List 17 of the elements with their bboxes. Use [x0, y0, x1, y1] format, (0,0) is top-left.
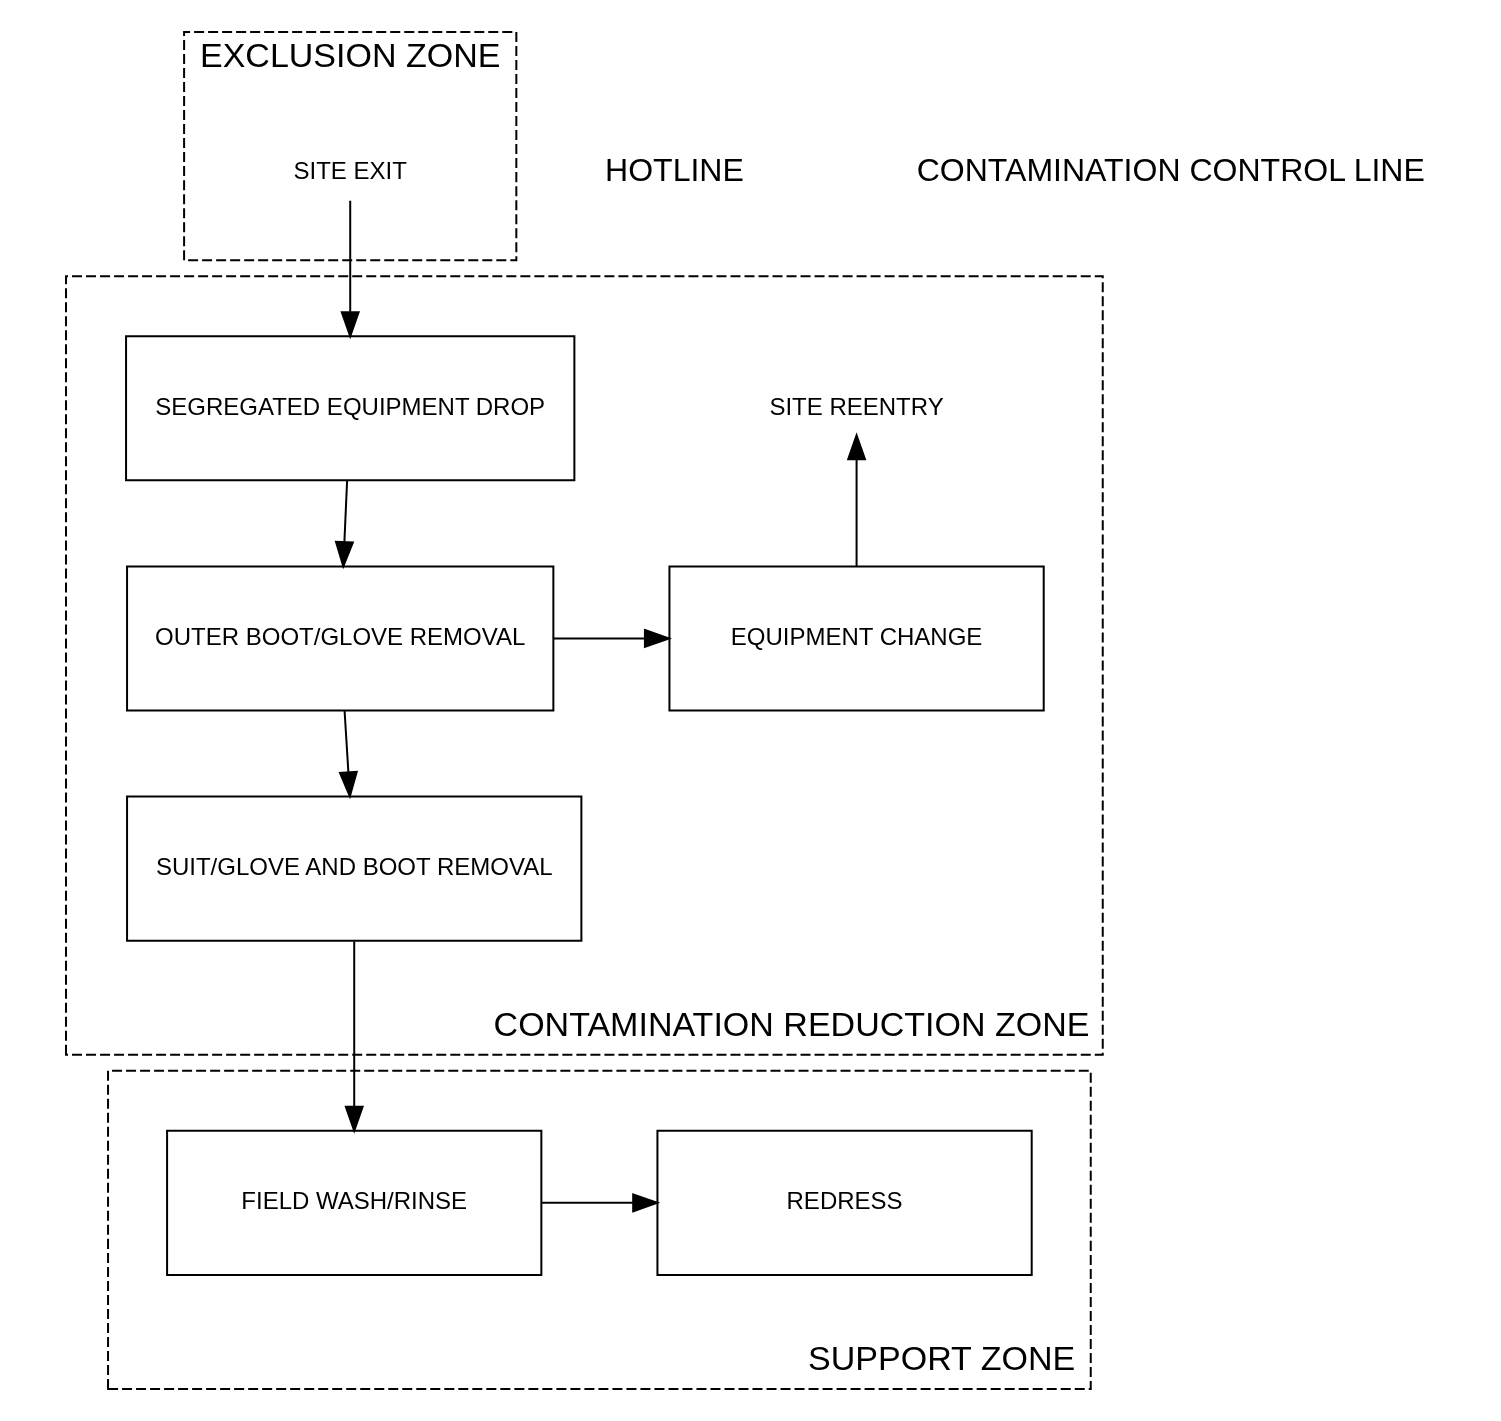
arrow [846, 432, 866, 567]
node-text: SITE EXIT [293, 157, 407, 185]
node-text: SITE REENTRY [768, 392, 944, 420]
node-box: FIELD WASH/RINSE [165, 1129, 542, 1276]
node-box: SUIT/GLOVE AND BOOT REMOVAL [125, 795, 582, 942]
label: HOTLINE [604, 151, 744, 188]
arrow [343, 940, 364, 1134]
label: CONTAMINATION CONTROL LINE [916, 151, 1425, 188]
arrow [338, 709, 358, 800]
node-box: REDRESS [655, 1129, 1033, 1276]
node-box: SEGREGATED EQUIPMENT DROP [124, 335, 575, 482]
arrow [540, 1193, 660, 1213]
node-box: OUTER BOOT/GLOVE REMOVAL [125, 565, 554, 712]
arrow [334, 479, 354, 570]
arrow [552, 628, 672, 649]
node-box: EQUIPMENT CHANGE [667, 565, 1045, 712]
arrow [339, 199, 360, 340]
